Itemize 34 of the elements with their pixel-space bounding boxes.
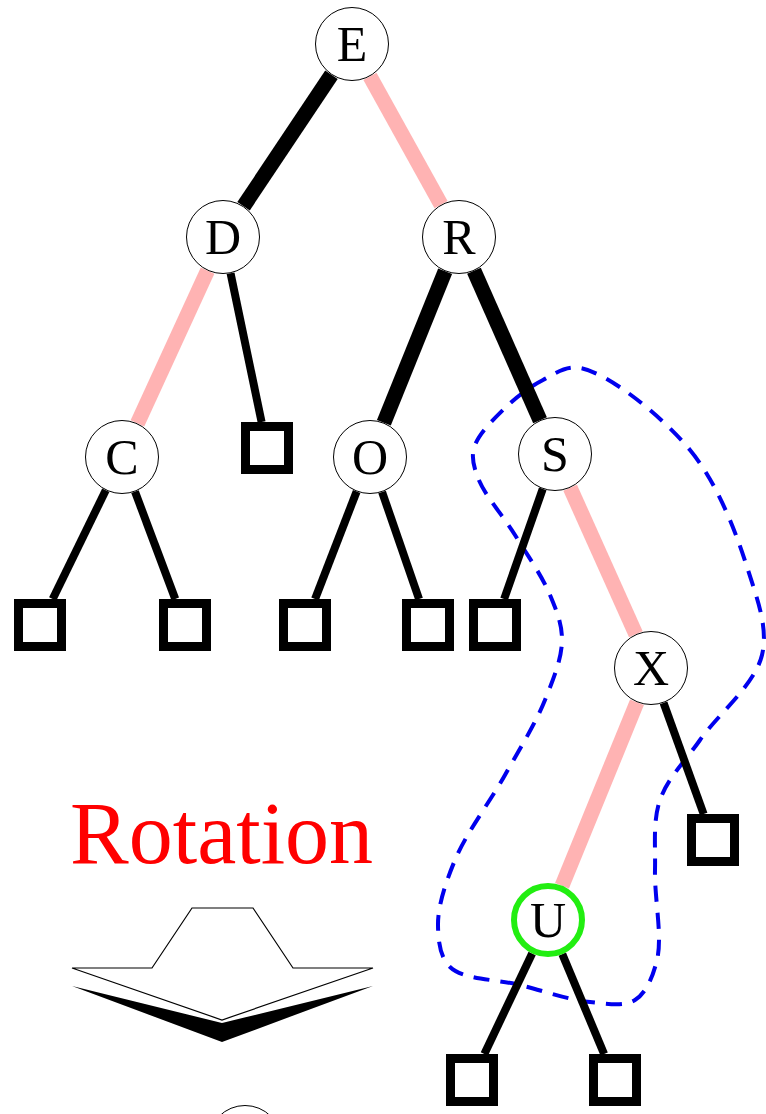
tree-edge	[555, 699, 644, 889]
leaf-square	[159, 599, 211, 651]
tree-edge	[130, 267, 215, 427]
tree-edge	[363, 72, 448, 209]
node-letter: X	[632, 643, 670, 693]
tree-edge	[376, 268, 453, 426]
tree-edge	[558, 952, 608, 1056]
tree-edge	[131, 490, 179, 601]
node-letter: S	[541, 429, 569, 479]
leaf-square	[14, 599, 66, 651]
node-letter: E	[336, 19, 368, 69]
tree-edge	[659, 701, 708, 816]
leaf-square	[279, 599, 331, 651]
node-letter: U	[529, 895, 567, 945]
node-letter: D	[204, 212, 242, 262]
tree-edge	[563, 484, 643, 638]
leaf-square	[446, 1054, 498, 1106]
leaf-square	[241, 422, 293, 474]
leaf-square	[402, 599, 454, 651]
tree-edge	[500, 487, 547, 601]
leaf-square	[687, 814, 739, 866]
rotation-label: Rotation	[70, 790, 374, 878]
tree-edge	[378, 490, 423, 601]
tree-edge	[49, 488, 110, 601]
tree-edge	[237, 70, 338, 211]
tree-edge	[226, 272, 266, 423]
node-letter: O	[351, 432, 389, 482]
node-letter: C	[105, 432, 139, 482]
tree-edge	[480, 951, 536, 1056]
leaf-square	[469, 599, 521, 651]
leaf-square	[589, 1054, 641, 1106]
tree-edge	[467, 267, 547, 424]
node-letter: R	[442, 212, 476, 262]
tree-edge	[311, 490, 361, 601]
